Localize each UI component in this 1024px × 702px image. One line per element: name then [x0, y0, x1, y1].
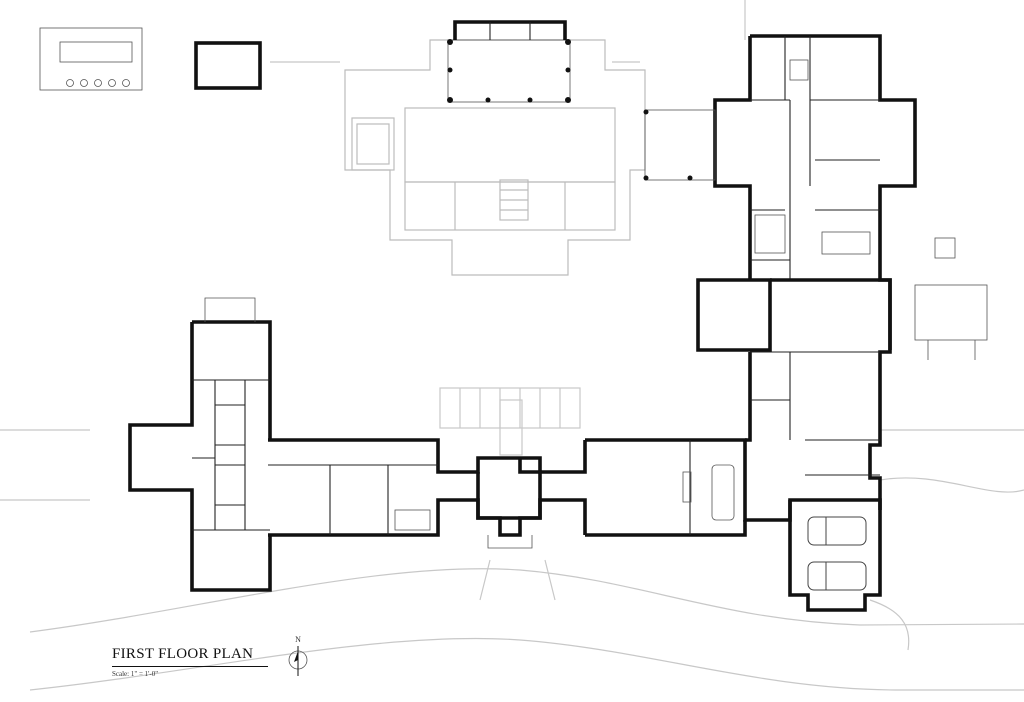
title-block: FIRST FLOOR PLAN Scale: 1" = 1'-0" [112, 646, 268, 678]
north-label: N [295, 635, 301, 644]
east-wing [643, 34, 917, 350]
plan-title: FIRST FLOOR PLAN [112, 646, 268, 667]
outbuildings [39, 27, 262, 91]
west-wing [128, 297, 272, 592]
pool-area [344, 20, 646, 276]
north-arrow-icon: N [288, 635, 308, 676]
plan-scale: Scale: 1" = 1'-0" [112, 670, 159, 678]
main-gallery [268, 438, 792, 549]
central-core [696, 237, 988, 612]
